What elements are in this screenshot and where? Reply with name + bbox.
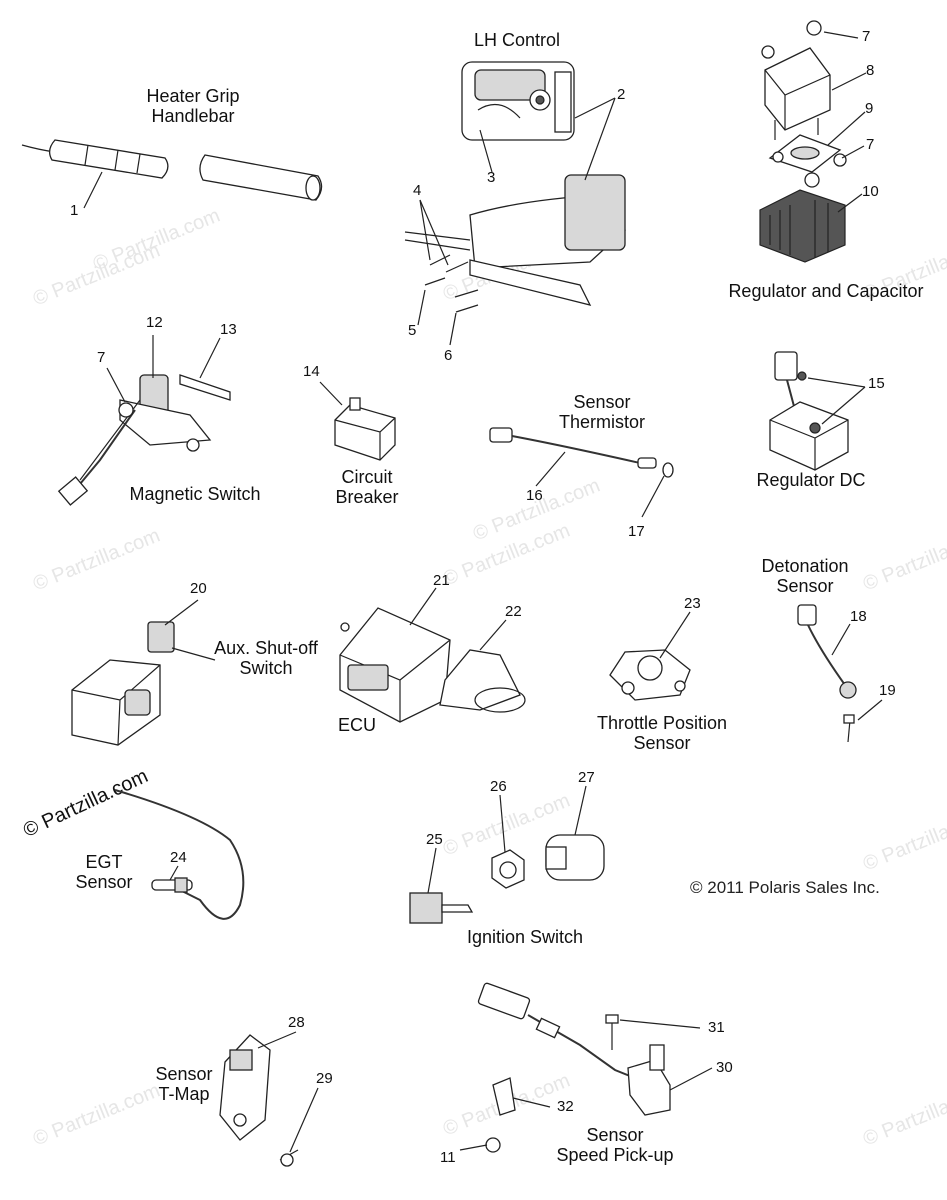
lh-control-part[interactable]	[461, 61, 575, 141]
aux-shutoff-label: Aux. Shut-off Switch	[214, 638, 318, 678]
callout-number: 2	[617, 86, 626, 103]
screw-parts[interactable]	[424, 254, 479, 313]
lh-control-label: LH Control	[473, 30, 561, 50]
egt-sensor-part[interactable]	[114, 789, 245, 920]
detonation-sensor-label: Detonation Sensor	[761, 556, 849, 596]
callout-number: 3	[487, 169, 496, 186]
sensor-thermistor-label: Sensor Thermistor	[558, 392, 646, 432]
callout-number: 26	[490, 778, 507, 795]
lh-housing-part[interactable]	[404, 174, 626, 306]
callout-number: 13	[220, 321, 237, 338]
callout-number: 19	[879, 682, 896, 699]
callout-number: 14	[303, 363, 320, 380]
regulator-dc-part[interactable]	[769, 351, 849, 471]
callout-number: 18	[850, 608, 867, 625]
callout-number: 5	[408, 322, 417, 339]
egt-sensor-label: EGT Sensor	[75, 852, 133, 892]
callout-number: 9	[865, 100, 874, 117]
callout-number: 8	[866, 62, 875, 79]
detonation-sensor-part[interactable]	[797, 604, 857, 743]
circuit-breaker-label: Circuit Breaker	[335, 467, 399, 507]
tmap-sensor-part[interactable]	[219, 1034, 299, 1167]
callout-number: 28	[288, 1014, 305, 1031]
callout-number: 12	[146, 314, 163, 331]
callout-number: 7	[862, 28, 871, 45]
callout-number: 32	[557, 1098, 574, 1115]
callout-number: 7	[866, 136, 875, 153]
callout-number: 31	[708, 1019, 725, 1036]
ecu-bracket-part[interactable]	[439, 649, 526, 713]
ecu-part[interactable]	[339, 607, 451, 723]
ignition-switch-part[interactable]	[409, 834, 605, 924]
callout-number: 16	[526, 487, 543, 504]
aux-shutoff-part[interactable]	[71, 621, 216, 746]
ignition-switch-label: Ignition Switch	[466, 927, 584, 947]
callout-number: 7	[97, 349, 106, 366]
callout-number: 30	[716, 1059, 733, 1076]
regulator-capacitor-label: Regulator and Capacitor	[728, 281, 924, 301]
speed-pickup-part[interactable]	[477, 982, 671, 1153]
heater-grip-part[interactable]	[21, 139, 323, 201]
sensor-tmap-label: Sensor T-Map	[155, 1064, 213, 1104]
callout-number: 15	[868, 375, 885, 392]
callout-number: 23	[684, 595, 701, 612]
callout-number: 11	[440, 1149, 456, 1166]
ecu-label: ECU	[337, 715, 377, 735]
callout-number: 6	[444, 347, 453, 364]
tps-part[interactable]	[609, 649, 691, 701]
magnetic-switch-part[interactable]	[57, 374, 231, 506]
speed-pickup-label: Sensor Speed Pick-up	[556, 1125, 674, 1165]
heater-grip-label: Heater Grip Handlebar	[146, 86, 240, 126]
callout-number: 17	[628, 523, 645, 540]
magnetic-switch-label: Magnetic Switch	[129, 484, 261, 504]
callout-number: 20	[190, 580, 207, 597]
leader-lines	[83, 31, 883, 1153]
circuit-breaker-part[interactable]	[334, 397, 396, 461]
callout-number: 29	[316, 1070, 333, 1087]
tps-label: Throttle Position Sensor	[596, 713, 728, 753]
callout-number: 27	[578, 769, 595, 786]
callout-number: 10	[862, 183, 879, 200]
regulator-capacitor-part[interactable]	[759, 20, 847, 263]
thermistor-part[interactable]	[489, 427, 674, 478]
callout-number: 4	[413, 182, 422, 199]
callout-number: 24	[170, 849, 187, 866]
callout-number: 21	[433, 572, 450, 589]
callout-number: 25	[426, 831, 443, 848]
callout-number: 22	[505, 603, 522, 620]
copyright-notice: © 2011 Polaris Sales Inc.	[690, 878, 880, 897]
regulator-dc-label: Regulator DC	[756, 470, 866, 490]
callout-number: 1	[70, 202, 79, 219]
